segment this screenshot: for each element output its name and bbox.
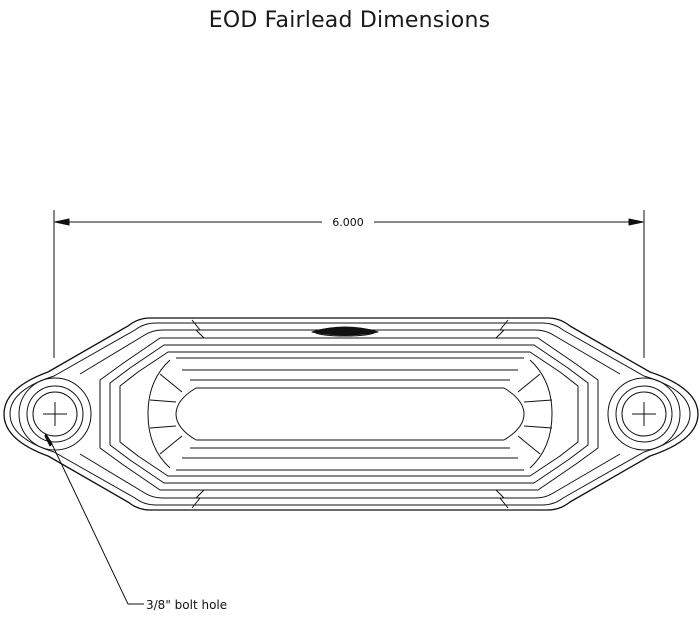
dimension-annotation: 6.000: [53, 210, 645, 358]
callout-label: 3/8" bolt hole: [146, 598, 227, 612]
drawing-title: EOD Fairlead Dimensions: [208, 8, 491, 33]
bolt-hole-left: [18, 377, 92, 451]
bolt-hole-callout: 3/8" bolt hole: [49, 439, 227, 612]
dimension-value: 6.000: [332, 216, 364, 229]
bolt-hole-right: [607, 377, 681, 451]
arrow-left-icon: [54, 218, 70, 226]
fairlead-body: [3, 317, 699, 511]
arrow-right-icon: [628, 218, 644, 226]
leader-line: [49, 439, 144, 605]
